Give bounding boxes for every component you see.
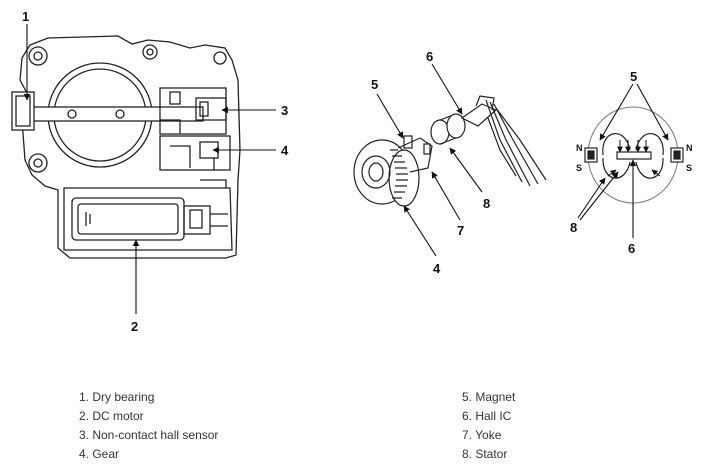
pole-s-left: S [576,163,582,173]
pole-s-right: S [686,163,692,173]
legend-item: 1. Dry bearing [79,390,155,404]
legend-item: 3. Non-contact hall sensor [79,428,219,442]
pole-n-left: N [576,143,583,153]
legend-item: 7. Yoke [462,428,502,442]
callout-2-left: 2 [131,319,138,334]
throttle-body-drawing [11,35,241,259]
callout-7-middle: 7 [457,223,464,238]
legend-item: 5. Magnet [462,390,516,404]
technical-diagram: 1 3 4 2 5 6 7 8 4 [11,9,693,334]
legend-item: 8. Stator [462,447,508,461]
callout-4-middle: 4 [433,261,441,276]
callout-5-right: 5 [630,69,637,84]
magnetic-field-schematic [584,106,684,204]
callout-8-middle: 8 [483,196,490,211]
pole-n-right: N [686,143,693,153]
callout-5-middle: 5 [371,77,378,92]
callout-3-left: 3 [281,103,288,118]
legend-item: 2. DC motor [79,409,144,423]
callout-6-right: 6 [628,241,635,256]
callout-6-middle: 6 [426,49,433,64]
legend-item: 6. Hall IC [462,409,512,423]
legend-left: 1. Dry bearing 2. DC motor 3. Non-contac… [79,388,218,464]
exploded-sensor-drawing [353,95,547,207]
callout-1-left: 1 [22,9,29,24]
callout-4-left: 4 [281,143,289,158]
legend-item: 4. Gear [79,447,120,461]
legend-right: 5. Magnet 6. Hall IC 7. Yoke 8. Stator [462,388,515,464]
callout-8-right: 8 [570,220,577,235]
